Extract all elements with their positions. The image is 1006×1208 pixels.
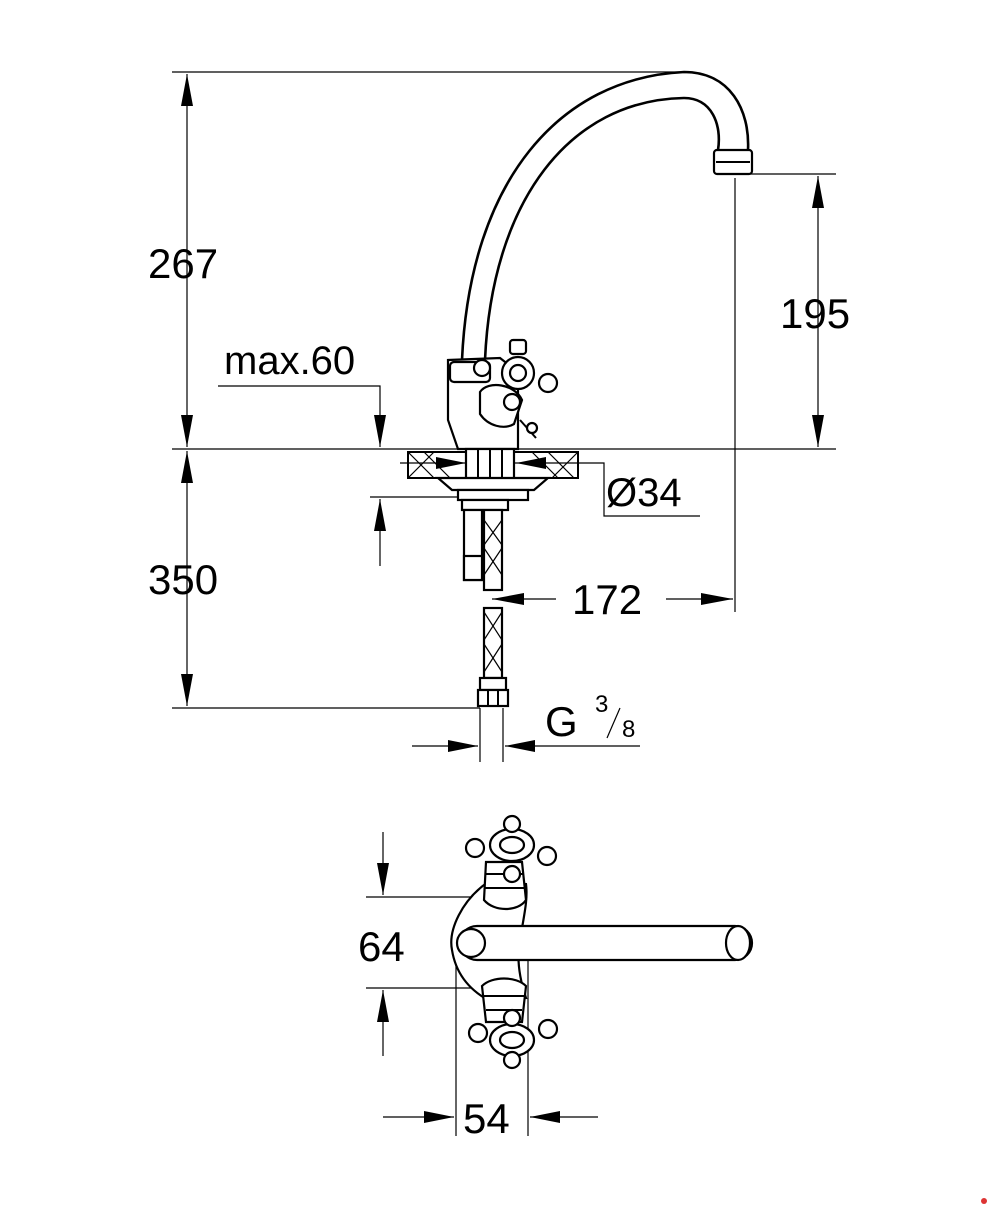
faucet-body (446, 338, 559, 451)
dimension-267: 267 (148, 74, 218, 447)
dim-g-label: G (545, 698, 578, 745)
side-view: 267 350 195 max.60 (148, 70, 850, 762)
dimension-g38: G 3 8 (412, 691, 640, 762)
dim-195-label: 195 (780, 290, 850, 337)
dim-g-denominator: 8 (622, 716, 635, 743)
dimension-64: 64 (358, 832, 488, 1056)
top-view-handle-lower (467, 977, 559, 1070)
dimension-max60: max.60 (218, 339, 470, 566)
counter-mounting (407, 447, 579, 512)
top-view-handle-upper (464, 814, 558, 911)
dimension-350: 350 (148, 451, 218, 706)
dim-max60-label: max.60 (224, 339, 355, 383)
dim-350-label: 350 (148, 556, 218, 603)
dim-172-label: 172 (572, 576, 642, 623)
dim-g-numerator: 3 (595, 691, 608, 718)
dimension-195: 195 (740, 173, 850, 447)
top-view-body (450, 880, 754, 1002)
dimension-d34: Ø34 (400, 457, 700, 517)
supply-hoses (462, 508, 510, 708)
dim-267-label: 267 (148, 240, 218, 287)
dim-54-label: 54 (463, 1095, 510, 1142)
top-view: 64 54 (358, 814, 754, 1142)
dimension-172: 172 (492, 576, 733, 623)
faucet-spout (460, 70, 754, 361)
dimension-54: 54 (383, 950, 598, 1142)
dim-d34-label: Ø34 (606, 471, 682, 515)
watermark-logo-icon (981, 1198, 987, 1204)
dim-64-label: 64 (358, 923, 405, 970)
